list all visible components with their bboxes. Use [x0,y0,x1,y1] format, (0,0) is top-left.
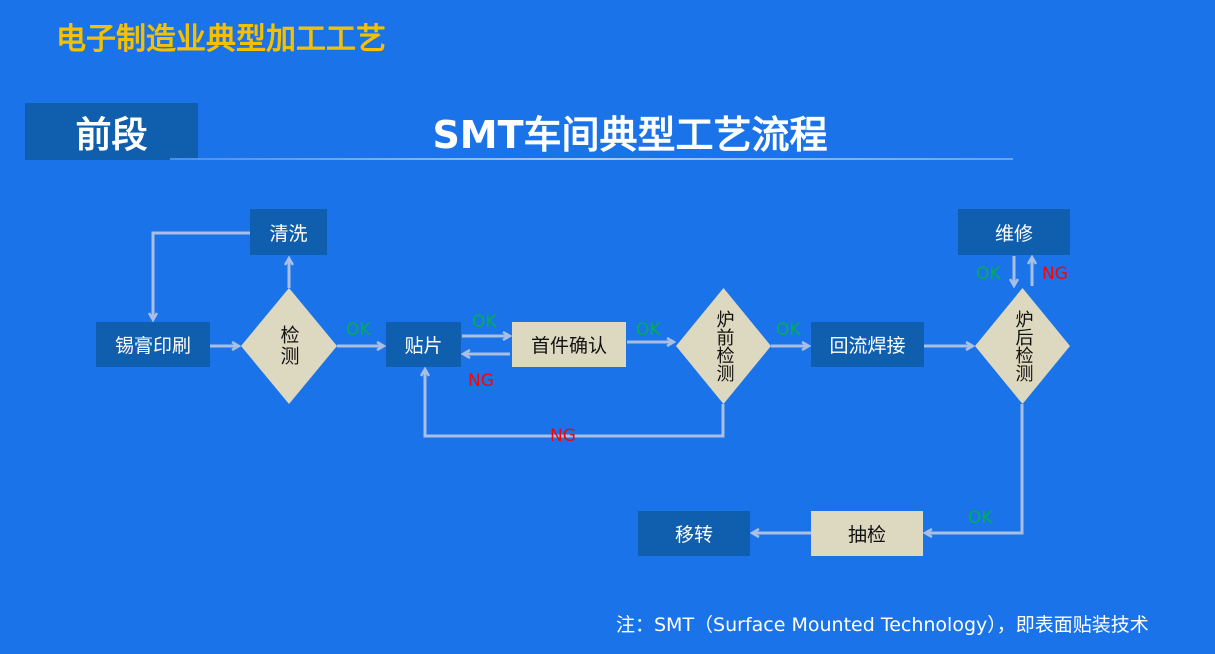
flow-title: SMT车间典型工艺流程 [432,113,828,157]
node-placement: 贴片 [386,322,461,367]
node-inspect-label: 检测 [277,325,300,367]
label-ng-pre-reflow: NG [550,426,576,446]
node-first-article: 首件确认 [512,322,626,367]
label-ok-post-reflow: OK [968,508,993,528]
label-ng-first-article: NG [468,371,494,391]
label-ok-placement: OK [472,312,497,332]
footnote: 注：SMT（Surface Mounted Technology），即表面贴装技… [616,614,1149,636]
main-title: 电子制造业典型加工工艺 [56,22,386,57]
node-post-reflow-inspect: 炉后检测 [975,288,1070,404]
node-sampling: 抽检 [811,511,923,556]
section-badge: 前段 [25,103,198,160]
label-ng-post-reflow: NG [1042,264,1068,284]
label-ok-inspect: OK [346,320,371,340]
node-transfer: 移转 [638,511,750,556]
node-clean: 清洗 [250,209,327,255]
label-ok-first-article: OK [636,320,661,340]
label-ok-pre-reflow: OK [776,320,801,340]
label-ok-repair: OK [976,264,1001,284]
node-reflow: 回流焊接 [811,322,924,367]
node-pre-reflow-label: 炉前检测 [713,310,735,382]
title-underline [170,158,1013,160]
node-pre-reflow-inspect: 炉前检测 [676,288,771,404]
node-post-reflow-label: 炉后检测 [1012,310,1034,382]
node-solder-print: 锡膏印刷 [96,322,210,367]
node-inspect: 检测 [241,288,337,404]
node-repair: 维修 [958,209,1070,255]
